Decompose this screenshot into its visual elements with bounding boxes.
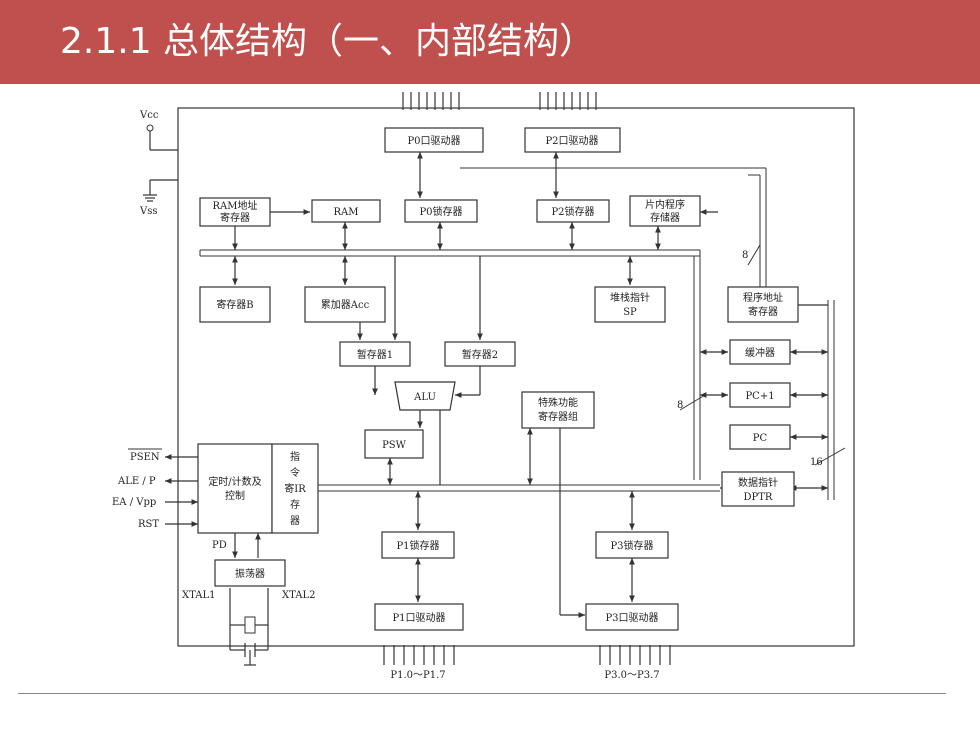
p0-pins <box>402 92 460 110</box>
svg-text:Vss: Vss <box>139 206 158 217</box>
svg-text:器: 器 <box>290 515 300 527</box>
svg-text:P1锁存器: P1锁存器 <box>396 539 439 552</box>
timing-control: 定时/计数及 控制 <box>197 443 273 534</box>
svg-text:SP: SP <box>623 307 637 318</box>
ram-address-register: RAM地址 寄存器 <box>199 197 271 227</box>
connectors <box>232 152 828 618</box>
oscillator: 振荡器 <box>214 559 286 587</box>
program-memory: 片内程序 存储器 <box>629 195 701 227</box>
chip-outline <box>177 107 855 647</box>
register-b: 寄存器B <box>199 286 271 323</box>
svg-text:XTAL2: XTAL2 <box>282 590 315 601</box>
svg-text:存: 存 <box>290 498 300 511</box>
p3-latch: P3锁存器 <box>595 531 669 559</box>
svg-text:P2口驱动器: P2口驱动器 <box>545 135 598 147</box>
svg-text:ALE / P: ALE / P <box>117 476 156 487</box>
p1-latch: P1锁存器 <box>381 531 455 559</box>
svg-text:累加器Acc: 累加器Acc <box>321 299 370 311</box>
bus-width-8-top: 8 <box>742 250 748 261</box>
svg-text:EA / Vpp: EA / Vpp <box>112 497 156 508</box>
pc-plus-one: PC+1 <box>729 382 791 408</box>
vss-pin: Vss <box>139 179 178 217</box>
svg-text:暂存器1: 暂存器1 <box>357 348 393 361</box>
svg-text:XTAL1: XTAL1 <box>182 590 215 601</box>
svg-text:数据指针: 数据指针 <box>738 476 778 489</box>
svg-text:片内程序: 片内程序 <box>645 198 685 211</box>
p3-pins <box>599 645 671 665</box>
svg-text:存储器: 存储器 <box>650 211 680 224</box>
psw: PSW <box>364 429 424 459</box>
data-pointer: 数据指针 DPTR <box>721 471 795 507</box>
svg-text:RAM: RAM <box>334 207 359 218</box>
control-pins: PSEN ALE / P EA / Vpp RST PD XTAL1 XTAL2 <box>112 448 315 666</box>
stack-pointer: 堆栈指针 SP <box>594 286 666 323</box>
p1-driver: P1口驱动器 <box>374 603 464 631</box>
svg-text:缓冲器: 缓冲器 <box>745 346 775 359</box>
temp-register-1: 暂存器1 <box>339 341 411 367</box>
svg-text:寄存器: 寄存器 <box>220 211 250 224</box>
svg-text:ALU: ALU <box>413 392 436 403</box>
buffer: 缓冲器 <box>729 339 791 365</box>
svg-text:PSW: PSW <box>382 440 407 451</box>
bus-width-16: 16 <box>810 457 823 468</box>
temp-register-2: 暂存器2 <box>444 341 516 367</box>
svg-text:振荡器: 振荡器 <box>235 567 265 580</box>
p0-driver: P0口驱动器 <box>384 127 484 153</box>
p2-driver: P2口驱动器 <box>524 127 621 153</box>
svg-text:定时/计数及: 定时/计数及 <box>208 475 261 488</box>
program-address-register: 程序地址 寄存器 <box>727 286 799 323</box>
svg-text:PSEN: PSEN <box>130 452 160 463</box>
bus-width-8-mid: 8 <box>677 400 683 411</box>
address-bus <box>460 167 846 500</box>
svg-text:DPTR: DPTR <box>744 492 773 503</box>
svg-text:P0锁存器: P0锁存器 <box>419 205 462 218</box>
svg-text:P3口驱动器: P3口驱动器 <box>605 612 658 624</box>
svg-text:P1口驱动器: P1口驱动器 <box>392 612 445 624</box>
svg-text:指: 指 <box>290 450 300 463</box>
svg-text:程序地址: 程序地址 <box>743 291 783 304</box>
svg-text:寄存器: 寄存器 <box>748 305 778 318</box>
svg-text:暂存器2: 暂存器2 <box>462 348 498 361</box>
program-counter: PC <box>729 424 791 450</box>
p0-latch: P0锁存器 <box>404 199 478 223</box>
svg-text:Vcc: Vcc <box>139 110 159 121</box>
svg-text:RAM地址: RAM地址 <box>213 199 258 212</box>
alu: ALU <box>394 381 456 411</box>
sfr-group: 特殊功能 寄存器组 <box>521 391 595 429</box>
p2-latch: P2锁存器 <box>536 199 610 223</box>
svg-text:PC: PC <box>753 433 768 444</box>
p3-range-label: P3.0～P3.7 <box>604 670 659 681</box>
svg-text:RST: RST <box>138 519 159 530</box>
svg-text:PD: PD <box>212 540 227 551</box>
internal-bus <box>199 249 720 492</box>
p3-driver: P3口驱动器 <box>585 603 679 631</box>
title-bar: 2.1.1 总体结构（一、内部结构） <box>0 0 980 84</box>
svg-text:寄存器B: 寄存器B <box>216 298 253 311</box>
svg-text:特殊功能: 特殊功能 <box>538 396 578 409</box>
accumulator: 累加器Acc <box>304 286 386 323</box>
svg-text:控制: 控制 <box>225 489 245 502</box>
page-title: 2.1.1 总体结构（一、内部结构） <box>60 21 596 62</box>
svg-text:P3锁存器: P3锁存器 <box>610 539 653 552</box>
svg-text:P0口驱动器: P0口驱动器 <box>407 135 460 147</box>
ram: RAM <box>311 199 381 223</box>
svg-text:PC+1: PC+1 <box>745 391 774 402</box>
svg-text:P2锁存器: P2锁存器 <box>551 205 594 218</box>
svg-text:寄IR: 寄IR <box>284 482 306 495</box>
svg-text:寄存器组: 寄存器组 <box>538 410 578 423</box>
p1-pins <box>383 645 455 665</box>
vcc-pin: Vcc <box>139 110 178 151</box>
svg-text:堆栈指针: 堆栈指针 <box>610 291 650 304</box>
p2-pins <box>539 92 597 110</box>
instruction-register: 指 令 寄IR 存 器 <box>271 443 319 534</box>
footer-divider <box>18 693 946 694</box>
p1-range-label: P1.0～P1.7 <box>390 670 445 681</box>
svg-text:令: 令 <box>290 466 300 479</box>
